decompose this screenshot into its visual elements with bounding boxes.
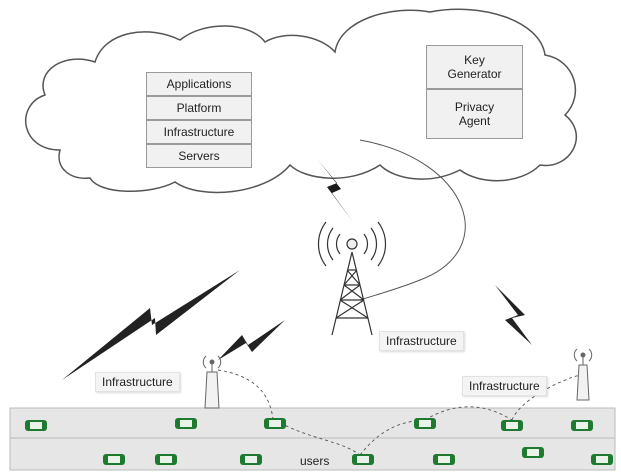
- rsu-right-icon: [573, 348, 593, 401]
- cloud-stack-infrastructure: Infrastructure: [146, 120, 252, 144]
- tower-infrastructure-label: Infrastructure: [379, 331, 464, 351]
- cloud-stack-applications: Applications: [146, 72, 252, 96]
- car-icon: [433, 454, 455, 465]
- lightning-bolt-icon: [218, 320, 285, 360]
- car-icon: [264, 418, 286, 429]
- car-icon: [522, 447, 544, 458]
- privacy-agent-line2: Agent: [458, 114, 491, 128]
- cable-line: [359, 139, 466, 301]
- car-icon: [25, 420, 47, 431]
- left-rsu-infrastructure-label: Infrastructure: [95, 372, 180, 392]
- car-icon: [571, 420, 593, 431]
- cloud-stack-servers: Servers: [146, 144, 252, 168]
- right-rsu-infrastructure-label: Infrastructure: [462, 376, 547, 396]
- lightning-bolt-icon: [318, 160, 353, 222]
- key-generator-line1: Key: [464, 53, 485, 67]
- car-icon: [501, 420, 523, 431]
- users-label: users: [300, 454, 330, 468]
- car-icon: [175, 418, 197, 429]
- car-icon: [155, 454, 177, 465]
- privacy-agent-box: Privacy Agent: [426, 89, 523, 139]
- car-icon: [352, 454, 374, 465]
- car-icon: [103, 454, 125, 465]
- key-generator-box: Key Generator: [426, 45, 523, 89]
- cloud-stack-platform: Platform: [146, 96, 252, 120]
- car-icon: [414, 418, 436, 429]
- tower-icon: [317, 221, 387, 336]
- car-icon: [591, 454, 613, 465]
- key-generator-line2: Generator: [447, 67, 502, 81]
- rsu-left-icon: [202, 355, 222, 409]
- car-icon: [240, 454, 262, 465]
- privacy-agent-line1: Privacy: [454, 100, 495, 114]
- lightning-bolt-icon: [495, 285, 532, 345]
